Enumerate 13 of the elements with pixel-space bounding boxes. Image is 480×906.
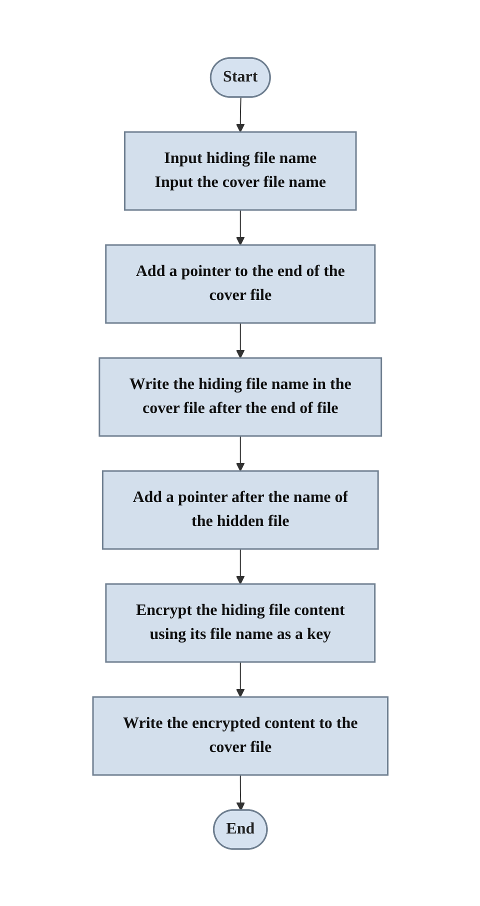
node-box: Write the hiding file name in the cover file after the end of file	[98, 356, 382, 436]
arrow	[236, 774, 245, 810]
arrow	[236, 435, 244, 471]
arrow	[236, 209, 244, 245]
arrow	[236, 661, 244, 697]
node-box: Encrypt the hiding file content using its file name as a key	[104, 582, 376, 662]
node-box: Write the encrypted content to the cover file	[92, 696, 388, 776]
arrow	[236, 96, 244, 132]
arrow	[236, 548, 244, 584]
node-box: Add a pointer to the end of the cover file	[104, 244, 376, 324]
node-box: Input hiding file name Input the cover file name	[124, 130, 356, 210]
arrow	[236, 322, 244, 358]
node-box: Add a pointer after the name of the hidden file	[102, 470, 378, 550]
